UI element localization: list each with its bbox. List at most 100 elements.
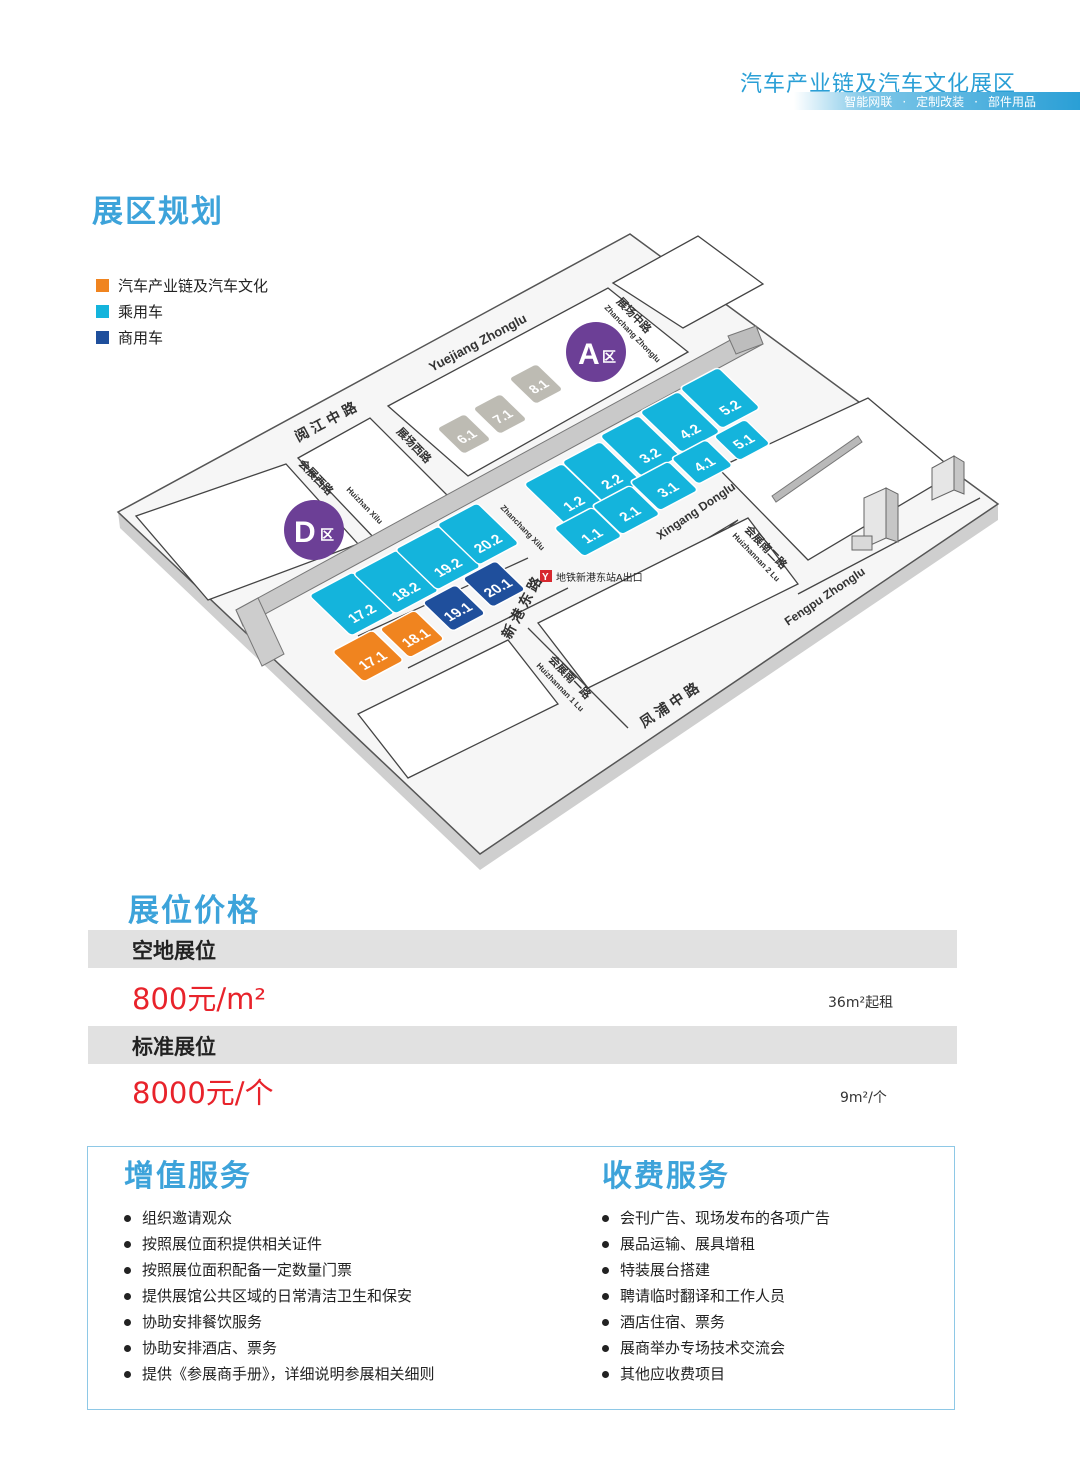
hall-4-1: 4.1	[671, 440, 733, 484]
block-northeast	[611, 235, 765, 329]
price-name: 标准展位	[132, 1035, 216, 1059]
list-item: 会刊广告、现场发布的各项广告	[602, 1205, 830, 1231]
hall-shape	[630, 461, 698, 511]
metro-exit-marker: Y 地铁新港东站A出口	[540, 570, 643, 584]
legend-label: 乘用车	[118, 302, 164, 321]
price-value: 800元/m²	[132, 982, 266, 1016]
price-note: 9m²/个	[840, 1090, 887, 1106]
metro-icon-glyph: Y	[542, 572, 549, 583]
list-item: 其他应收费项目	[602, 1361, 830, 1387]
block-southwest	[356, 639, 560, 779]
subtitle-separator: ·	[974, 95, 978, 109]
subtitle-item: 智能网联	[844, 95, 893, 109]
zone-plan-title: 展区规划	[92, 194, 224, 230]
hall-shape	[463, 561, 525, 607]
price-bar-standard: 标准展位	[88, 1026, 957, 1064]
hall-shape	[437, 414, 491, 454]
list-item: 特装展台搭建	[602, 1257, 830, 1283]
list-item: 提供展馆公共区域的日常清洁卫生和保安	[124, 1283, 435, 1309]
subtitle-item: 部件用品	[987, 95, 1036, 109]
hall-shape	[332, 630, 404, 682]
hall-shape	[423, 585, 485, 631]
hall-group: 6.17.18.11.22.23.24.25.21.12.13.14.15.11…	[309, 364, 770, 682]
value-added-title: 增值服务	[124, 1159, 252, 1194]
subtitle-separator: ·	[902, 95, 907, 109]
legend-item-commercial: 商用车	[96, 324, 268, 350]
legend-label: 汽车产业链及汽车文化	[118, 276, 269, 295]
zone-a-badge: A 区	[566, 322, 626, 382]
hall-8-1: 8.1	[509, 364, 563, 404]
hall-17-1: 17.1	[332, 630, 404, 682]
block-stub	[707, 519, 739, 539]
hall-20-2: 20.2	[437, 503, 519, 565]
hall-4-2: 4.2	[640, 391, 720, 453]
header-subtitle: 智能网联 · 定制改装 · 部件用品	[844, 93, 1036, 110]
zone-d-letter: D	[294, 516, 316, 549]
walkway-east-branch	[771, 435, 863, 503]
zone-a-suffix: 区	[602, 349, 616, 365]
zone-a-letter: A	[578, 338, 600, 371]
hall-shape	[473, 394, 527, 434]
paid-services-title: 收费服务	[602, 1159, 730, 1194]
map-platform-side	[118, 504, 998, 870]
hall-6-1: 6.1	[437, 414, 491, 454]
metro-icon	[540, 570, 552, 582]
list-item: 展品运输、展具增租	[602, 1231, 830, 1257]
subtitle-item: 定制改装	[916, 95, 965, 109]
hall-19-2: 19.2	[395, 526, 481, 590]
hall-19-1: 19.1	[423, 585, 485, 631]
walkway-east-end	[727, 325, 764, 355]
legend-swatch	[96, 278, 109, 292]
hall-shape	[671, 440, 733, 484]
zone-d-badge: D 区	[284, 500, 344, 560]
services-box: 增值服务 组织邀请观众 按照展位面积提供相关证件 按照展位面积配备一定数量门票 …	[87, 1146, 955, 1410]
price-bar-raw-space: 空地展位	[88, 930, 957, 968]
legend-item-industry: 汽车产业链及汽车文化	[96, 272, 268, 298]
block-south-center	[537, 517, 799, 689]
map-legend: 汽车产业链及汽车文化 乘用车 商用车	[96, 272, 268, 350]
price-note: 36m²起租	[828, 995, 894, 1011]
hall-shape	[680, 367, 760, 429]
list-item: 聘请临时翻译和工作人员	[602, 1283, 830, 1309]
list-item: 酒店住宿、票务	[602, 1309, 830, 1335]
legend-swatch	[96, 304, 109, 318]
value-added-services: 增值服务 组织邀请观众 按照展位面积提供相关证件 按照展位面积配备一定数量门票 …	[124, 1151, 435, 1387]
hall-shape	[592, 485, 660, 535]
list-item: 按照展位面积提供相关证件	[124, 1231, 435, 1257]
hall-5-1: 5.1	[714, 419, 770, 461]
tower-group	[851, 455, 965, 551]
metro-exit-label: 地铁新港东站A出口	[556, 571, 643, 584]
hall-5-2: 5.2	[680, 367, 760, 429]
hall-2-1: 2.1	[592, 485, 660, 535]
venue-map: 6.17.18.11.22.23.24.25.21.12.13.14.15.11…	[116, 233, 1000, 870]
hall-1-1: 1.1	[554, 507, 622, 557]
hall-shape	[509, 364, 563, 404]
road-line	[797, 497, 981, 595]
hall-shape	[714, 419, 770, 461]
price-value: 8000元/个	[132, 1076, 274, 1110]
road-line	[407, 587, 569, 669]
zone-d-suffix: 区	[320, 527, 334, 543]
road-line	[527, 627, 629, 729]
list-item: 按照展位面积配备一定数量门票	[124, 1257, 435, 1283]
paid-services: 收费服务 会刊广告、现场发布的各项广告 展品运输、展具增租 特装展台搭建 聘请临…	[602, 1151, 830, 1387]
hall-18-1: 18.1	[380, 610, 444, 658]
legend-swatch	[96, 330, 109, 344]
pricing-title: 展位价格	[128, 893, 260, 929]
hall-18-2: 18.2	[353, 550, 439, 614]
list-item: 组织邀请观众	[124, 1205, 435, 1231]
map-platform	[116, 233, 1000, 855]
list-item: 协助安排酒店、票务	[124, 1335, 435, 1361]
list-item: 展商举办专场技术交流会	[602, 1335, 830, 1361]
hall-shape	[380, 610, 444, 658]
legend-item-passenger: 乘用车	[96, 298, 268, 324]
header-gradient-bar	[794, 92, 1080, 110]
hall-7-1: 7.1	[473, 394, 527, 434]
legend-label: 商用车	[118, 328, 164, 347]
hall-20-1: 20.1	[463, 561, 525, 607]
walkway-ramp-west	[235, 597, 285, 667]
list-item: 提供《参展商手册》，详细说明参展相关细则	[124, 1361, 435, 1387]
list-item: 协助安排餐饮服务	[124, 1309, 435, 1335]
price-name: 空地展位	[132, 939, 216, 963]
hall-shape	[437, 503, 519, 565]
